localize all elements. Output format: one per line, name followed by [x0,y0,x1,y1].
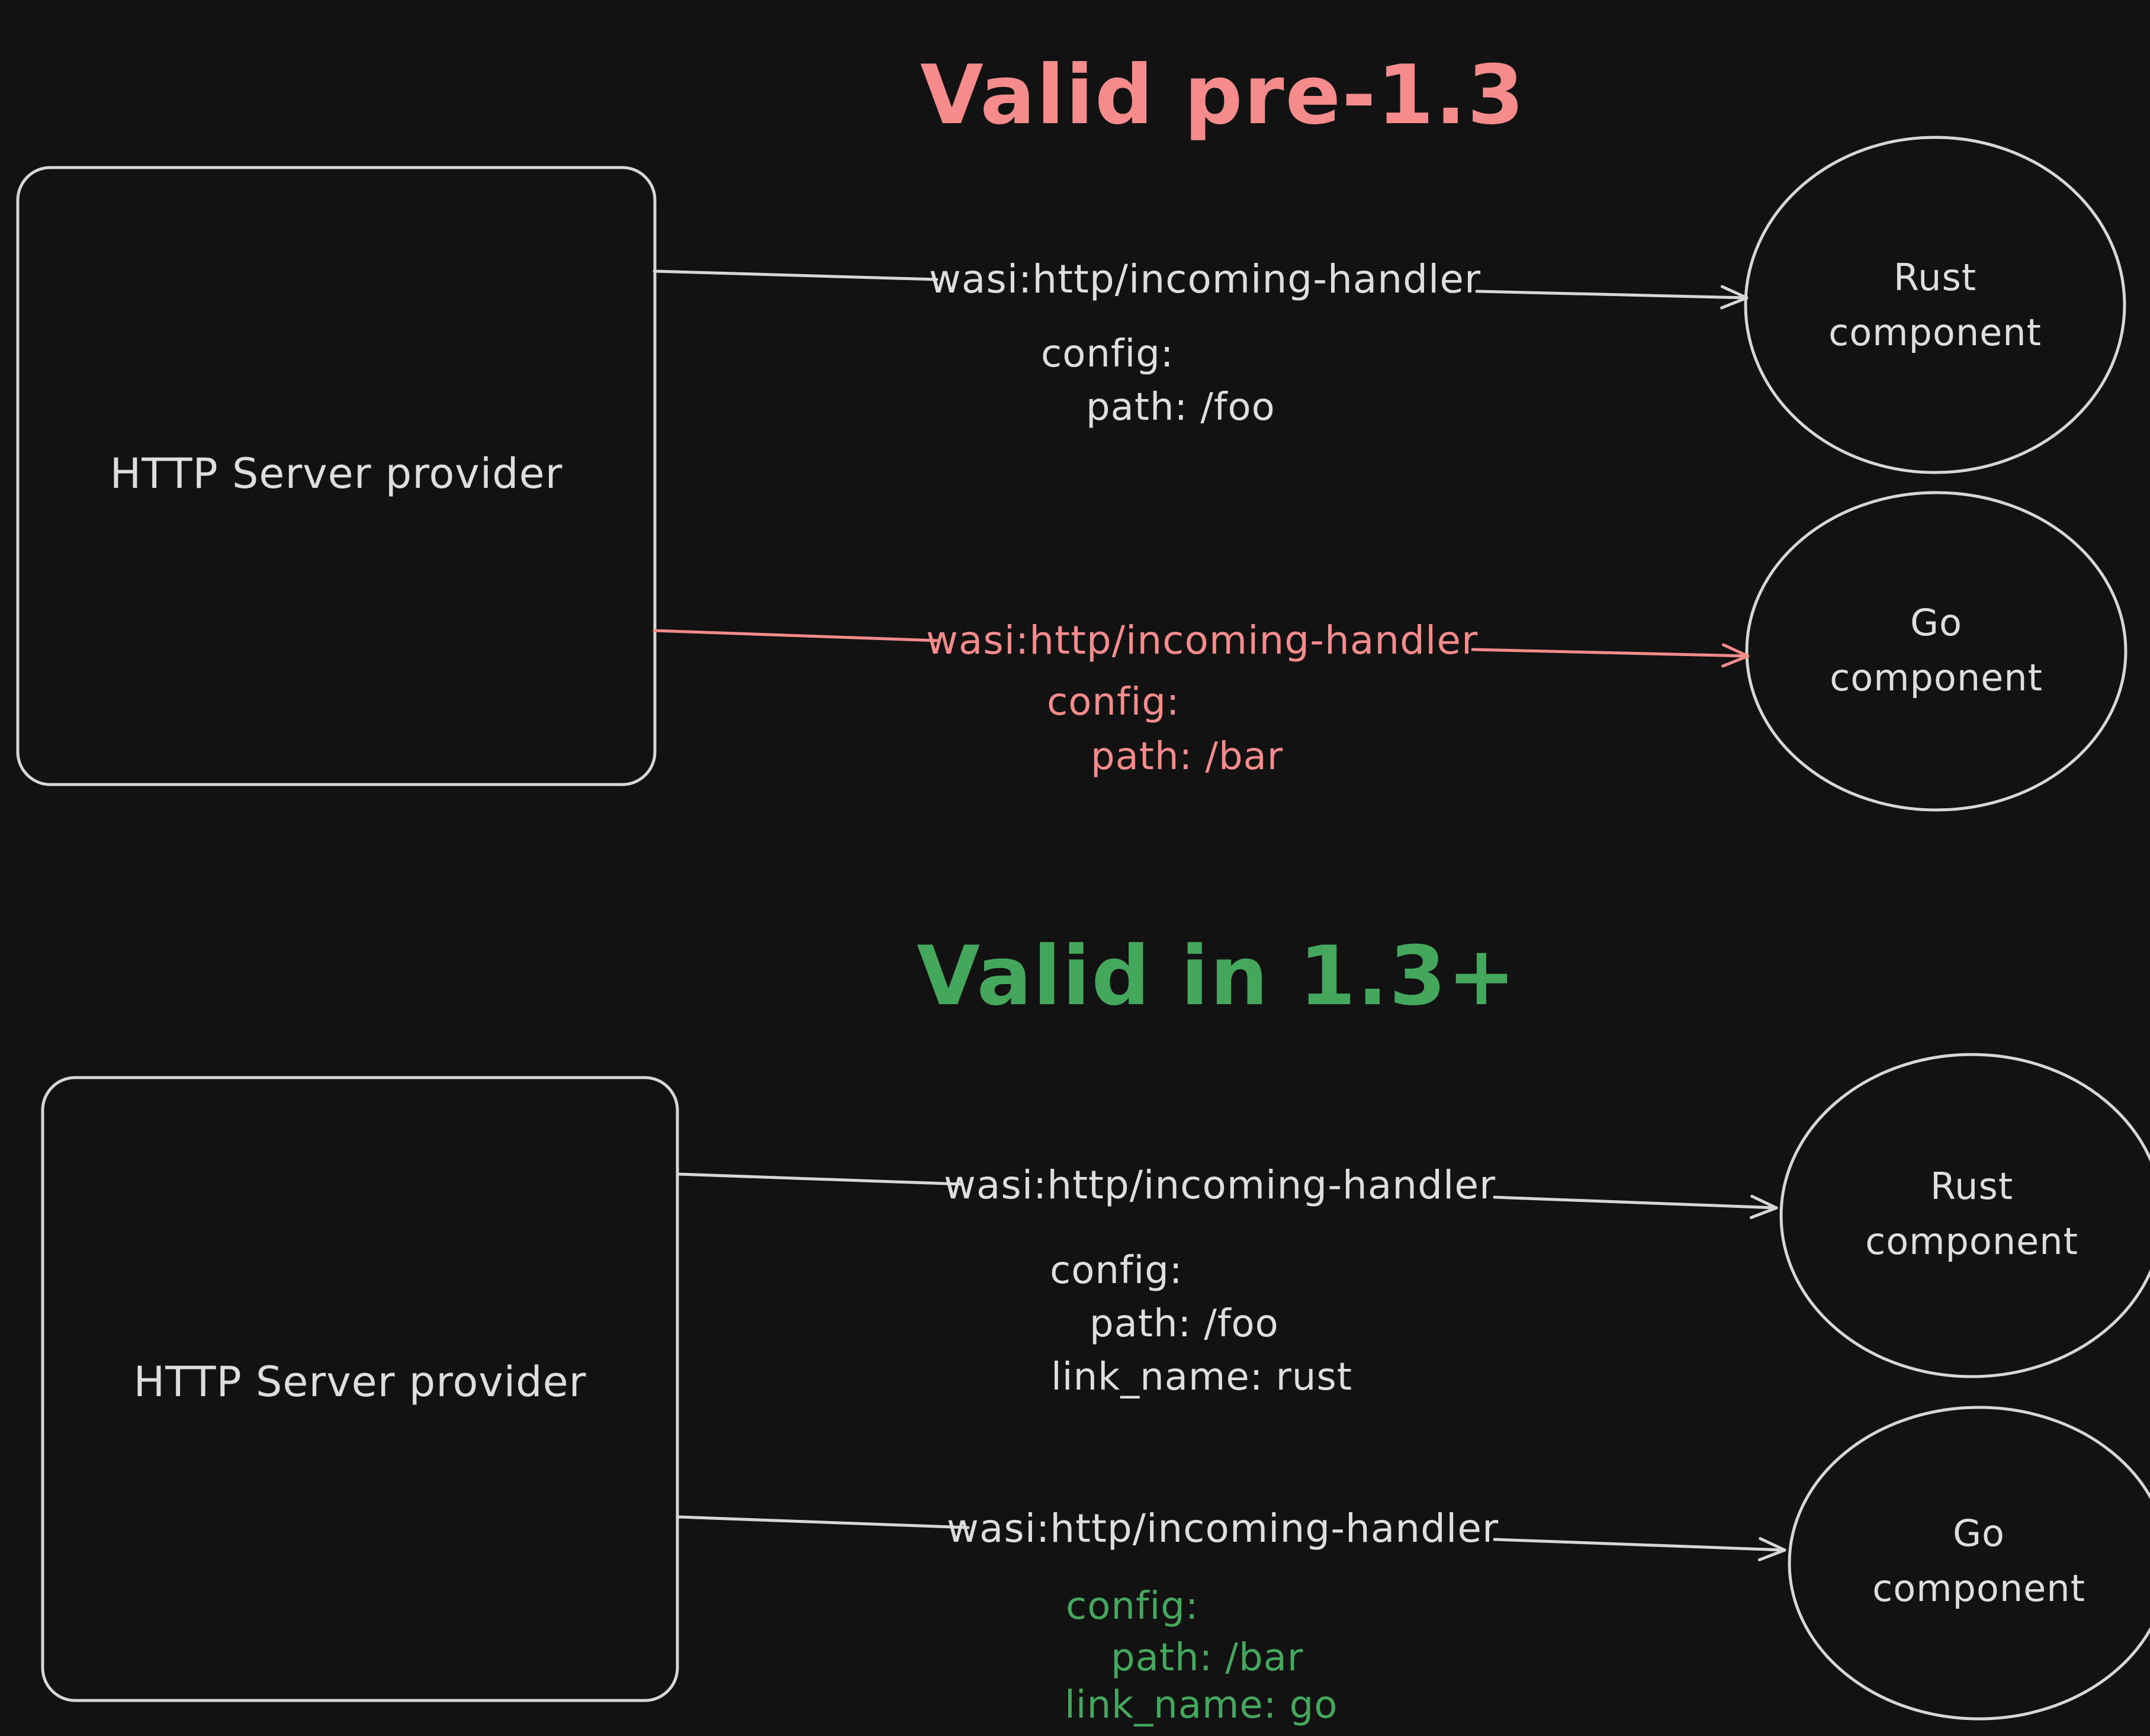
link-arrow-head-segment [1471,643,1750,668]
go-component-label: Go component [1872,1512,2085,1610]
rust-component-label: Rust component [1865,1165,2078,1263]
go-component-node [1788,1406,2150,1721]
link-interface-label: wasi:http/incoming-handler [928,256,1481,302]
link-arrow-head-segment [1475,285,1749,310]
go-component-label: Go component [1830,601,2043,699]
section-title-valid-pre-1-3: Valid pre-1.3 [920,47,1525,143]
link-config-line: path: /foo [1086,385,1275,429]
link-config-line: link_name: rust [1051,1355,1352,1399]
link-arrow-segment [677,1515,970,1529]
link-config-line: config: [1050,1249,1183,1293]
link-interface-label: wasi:http/incoming-handler [925,618,1479,663]
link-config-line: config: [1047,680,1180,724]
section-title-valid-in-1-3-plus: Valid in 1.3+ [917,928,1517,1024]
link-config-line: config: [1066,1584,1199,1628]
provider-box-label: HTTP Server provider [110,449,563,498]
link-interface-label: wasi:http/incoming-handler [946,1506,1499,1551]
link-arrow-head-segment [1493,1536,1786,1561]
provider-box-label: HTTP Server provider [133,1358,587,1406]
provider-box [41,1076,679,1702]
link-arrow-segment [653,269,939,281]
link-arrow-segment [653,629,940,642]
link-config-line: path: /bar [1111,1636,1304,1680]
link-arrow-segment [677,1172,964,1186]
link-config-line: path: /foo [1090,1302,1279,1346]
link-interface-label: wasi:http/incoming-handler [943,1162,1496,1208]
rust-component-node [1779,1053,2150,1378]
rust-component-label: Rust component [1828,256,2042,354]
link-arrow-head-segment [1493,1194,1778,1219]
provider-box [16,166,657,786]
link-config-line: config: [1041,332,1174,376]
link-config-line: path: /bar [1091,735,1284,779]
link-config-line: link_name: go [1065,1683,1338,1727]
